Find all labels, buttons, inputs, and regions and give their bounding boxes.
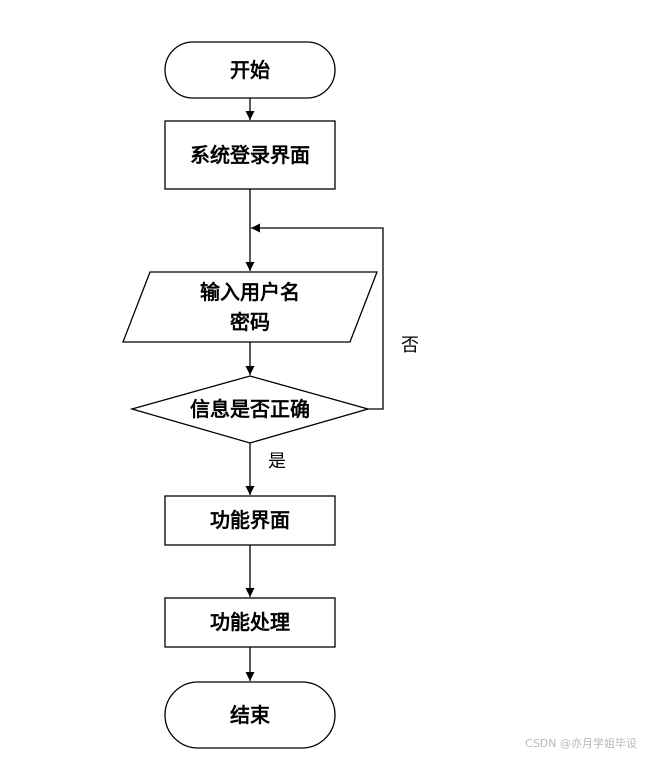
input-node: 输入用户名 密码: [122, 271, 378, 343]
function-page-label: 功能界面: [210, 508, 290, 532]
check-label: 信息是否正确: [190, 397, 310, 421]
end-node: 结束: [164, 681, 336, 749]
input-label-line1: 输入用户名: [200, 280, 300, 304]
no-label: 否: [401, 335, 419, 356]
login-page-node: 系统登录界面: [164, 120, 336, 190]
login-page-label: 系统登录界面: [190, 143, 310, 167]
start-label: 开始: [230, 58, 270, 82]
input-label-line2: 密码: [230, 310, 270, 334]
function-process-node: 功能处理: [164, 597, 336, 648]
watermark: CSDN @亦月学姐毕设: [525, 737, 637, 750]
start-node: 开始: [164, 41, 336, 99]
end-label: 结束: [230, 703, 271, 727]
function-page-node: 功能界面: [164, 495, 336, 546]
yes-label: 是: [268, 451, 286, 472]
edge-no-loop: [251, 223, 384, 410]
function-process-label: 功能处理: [210, 610, 290, 634]
check-decision-node: 信息是否正确: [129, 375, 371, 444]
